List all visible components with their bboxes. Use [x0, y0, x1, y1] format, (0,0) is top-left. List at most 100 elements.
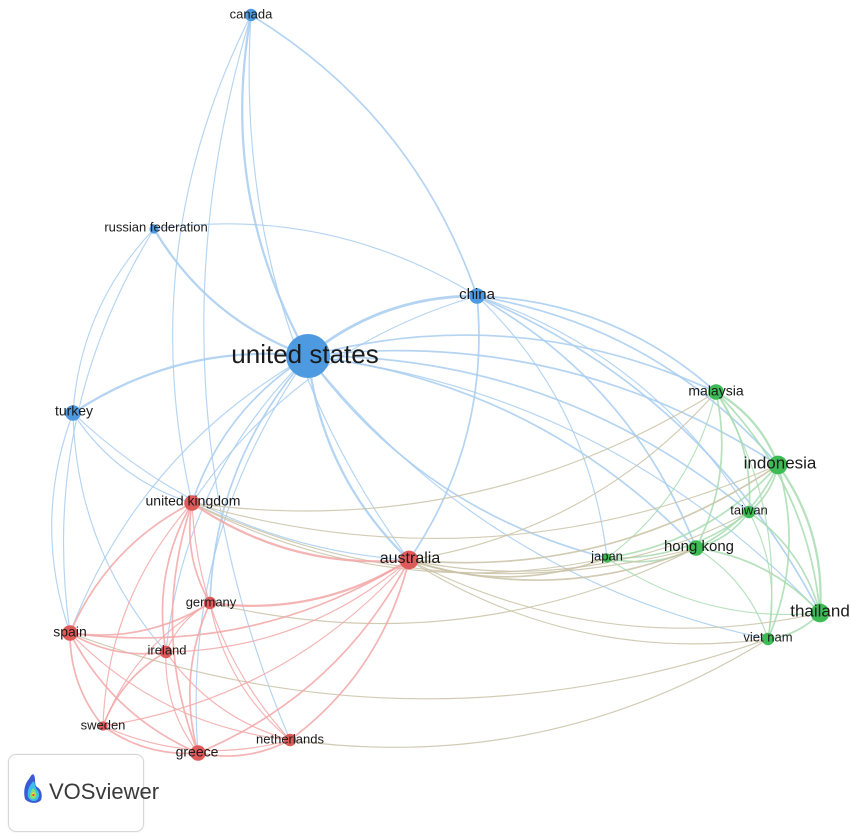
- link-indonesia-australia: [408, 464, 779, 564]
- node-australia[interactable]: [399, 550, 419, 570]
- link-turkey-australia: [72, 412, 410, 561]
- link-russian-federation-china: [153, 223, 478, 297]
- link-china-malaysia: [476, 295, 717, 393]
- link-japan-australia: [408, 557, 608, 578]
- link-russian-federation-turkey: [72, 228, 155, 414]
- label-australia: australia: [380, 550, 441, 567]
- link-sweden-greece: [102, 725, 199, 755]
- node-spain[interactable]: [62, 625, 78, 641]
- node-japan[interactable]: [602, 553, 612, 563]
- link-germany-netherlands: [209, 602, 291, 741]
- link-spain-netherlands: [69, 632, 291, 741]
- link-united-states-greece: [195, 355, 309, 754]
- link-united-states-japan: [307, 355, 608, 559]
- label-thailand: thailand: [790, 601, 850, 620]
- link-indonesia-thailand: [777, 464, 822, 614]
- node-turkey[interactable]: [65, 405, 81, 421]
- label-indonesia: indonesia: [744, 453, 817, 472]
- link-ireland-sweden: [102, 651, 167, 727]
- node-thailand[interactable]: [810, 603, 830, 623]
- link-canada-united-states: [241, 14, 309, 357]
- network-nodes: [62, 8, 830, 761]
- node-russian-federation[interactable]: [149, 224, 159, 234]
- node-china[interactable]: [469, 288, 485, 304]
- link-malaysia-indonesia: [715, 391, 780, 466]
- node-viet-nam[interactable]: [761, 632, 775, 646]
- link-turkey-united-kingdom: [72, 412, 193, 504]
- link-ireland-netherlands: [165, 651, 291, 741]
- node-netherlands[interactable]: [283, 733, 297, 747]
- link-united-kingdom-germany: [188, 502, 211, 604]
- label-hong-kong: hong kong: [664, 538, 734, 555]
- link-thailand-australia: [408, 559, 821, 629]
- link-united-kingdom-australia: [191, 502, 410, 563]
- node-canada[interactable]: [244, 8, 258, 22]
- node-united-states[interactable]: [286, 334, 330, 378]
- link-china-united-states: [307, 294, 478, 358]
- vosviewer-badge: VOSviewer: [8, 754, 159, 832]
- link-russian-federation-spain: [62, 228, 155, 634]
- link-australia-spain: [69, 559, 410, 639]
- label-ireland: ireland: [147, 642, 186, 657]
- link-united-states-indonesia: [307, 349, 779, 466]
- vosviewer-logo-icon: [24, 774, 42, 803]
- node-hong-kong[interactable]: [688, 540, 704, 556]
- link-australia-greece: [197, 559, 410, 754]
- link-canada-australia: [248, 14, 410, 561]
- link-taiwan-thailand: [748, 511, 821, 614]
- link-united-states-germany: [209, 355, 309, 604]
- link-canada-china: [250, 14, 478, 297]
- link-russian-federation-united-states: [153, 228, 309, 358]
- link-viet-nam-spain: [69, 632, 769, 700]
- node-ireland[interactable]: [159, 645, 173, 659]
- label-germany: germany: [186, 594, 237, 609]
- link-china-hong-kong: [476, 295, 697, 549]
- link-hong-kong-germany: [209, 547, 697, 625]
- link-hong-kong-thailand: [695, 547, 821, 614]
- link-united-states-viet-nam: [307, 355, 769, 640]
- link-china-taiwan: [476, 295, 750, 513]
- label-viet-nam: viet nam: [743, 629, 792, 644]
- link-united-states-spain: [69, 355, 309, 634]
- link-china-thailand: [476, 295, 821, 614]
- node-germany[interactable]: [203, 596, 217, 610]
- node-greece[interactable]: [190, 745, 206, 761]
- link-malaysia-japan: [606, 391, 717, 559]
- link-australia-sweden: [102, 559, 410, 727]
- link-spain-ireland: [69, 632, 167, 655]
- link-indonesia-viet-nam: [767, 464, 790, 640]
- label-taiwan: taiwan: [730, 502, 768, 517]
- link-australia-netherlands: [289, 559, 410, 741]
- link-united-states-taiwan: [307, 355, 750, 513]
- link-greece-netherlands: [197, 739, 291, 757]
- label-china: china: [459, 286, 496, 303]
- link-united-kingdom-sweden: [102, 502, 193, 727]
- node-indonesia[interactable]: [768, 455, 788, 475]
- label-greece: greece: [176, 744, 219, 760]
- link-china-japan: [476, 295, 608, 559]
- link-australia-ireland: [165, 559, 410, 653]
- label-netherlands: netherlands: [256, 731, 324, 746]
- link-thailand-japan: [606, 557, 821, 616]
- link-viet-nam-australia: [408, 559, 769, 645]
- link-germany-greece: [188, 602, 211, 754]
- link-spain-greece: [69, 632, 199, 754]
- label-sweden: sweden: [81, 717, 126, 732]
- node-united-kingdom[interactable]: [184, 495, 200, 511]
- link-china-united-kingdom: [191, 295, 478, 504]
- link-united-states-united-kingdom: [191, 355, 309, 504]
- link-malaysia-hong-kong: [695, 391, 723, 549]
- node-malaysia[interactable]: [708, 384, 724, 400]
- link-china-australia: [408, 295, 480, 561]
- link-canada-united-kingdom: [172, 14, 252, 504]
- link-malaysia-thailand: [715, 391, 821, 614]
- node-taiwan[interactable]: [742, 505, 756, 519]
- node-sweden[interactable]: [98, 721, 108, 731]
- label-united-kingdom: united kingdom: [146, 493, 241, 509]
- link-taiwan-japan: [606, 511, 750, 559]
- label-canada: canada: [230, 6, 273, 21]
- link-spain-sweden: [69, 632, 104, 727]
- link-germany-sweden: [102, 602, 211, 727]
